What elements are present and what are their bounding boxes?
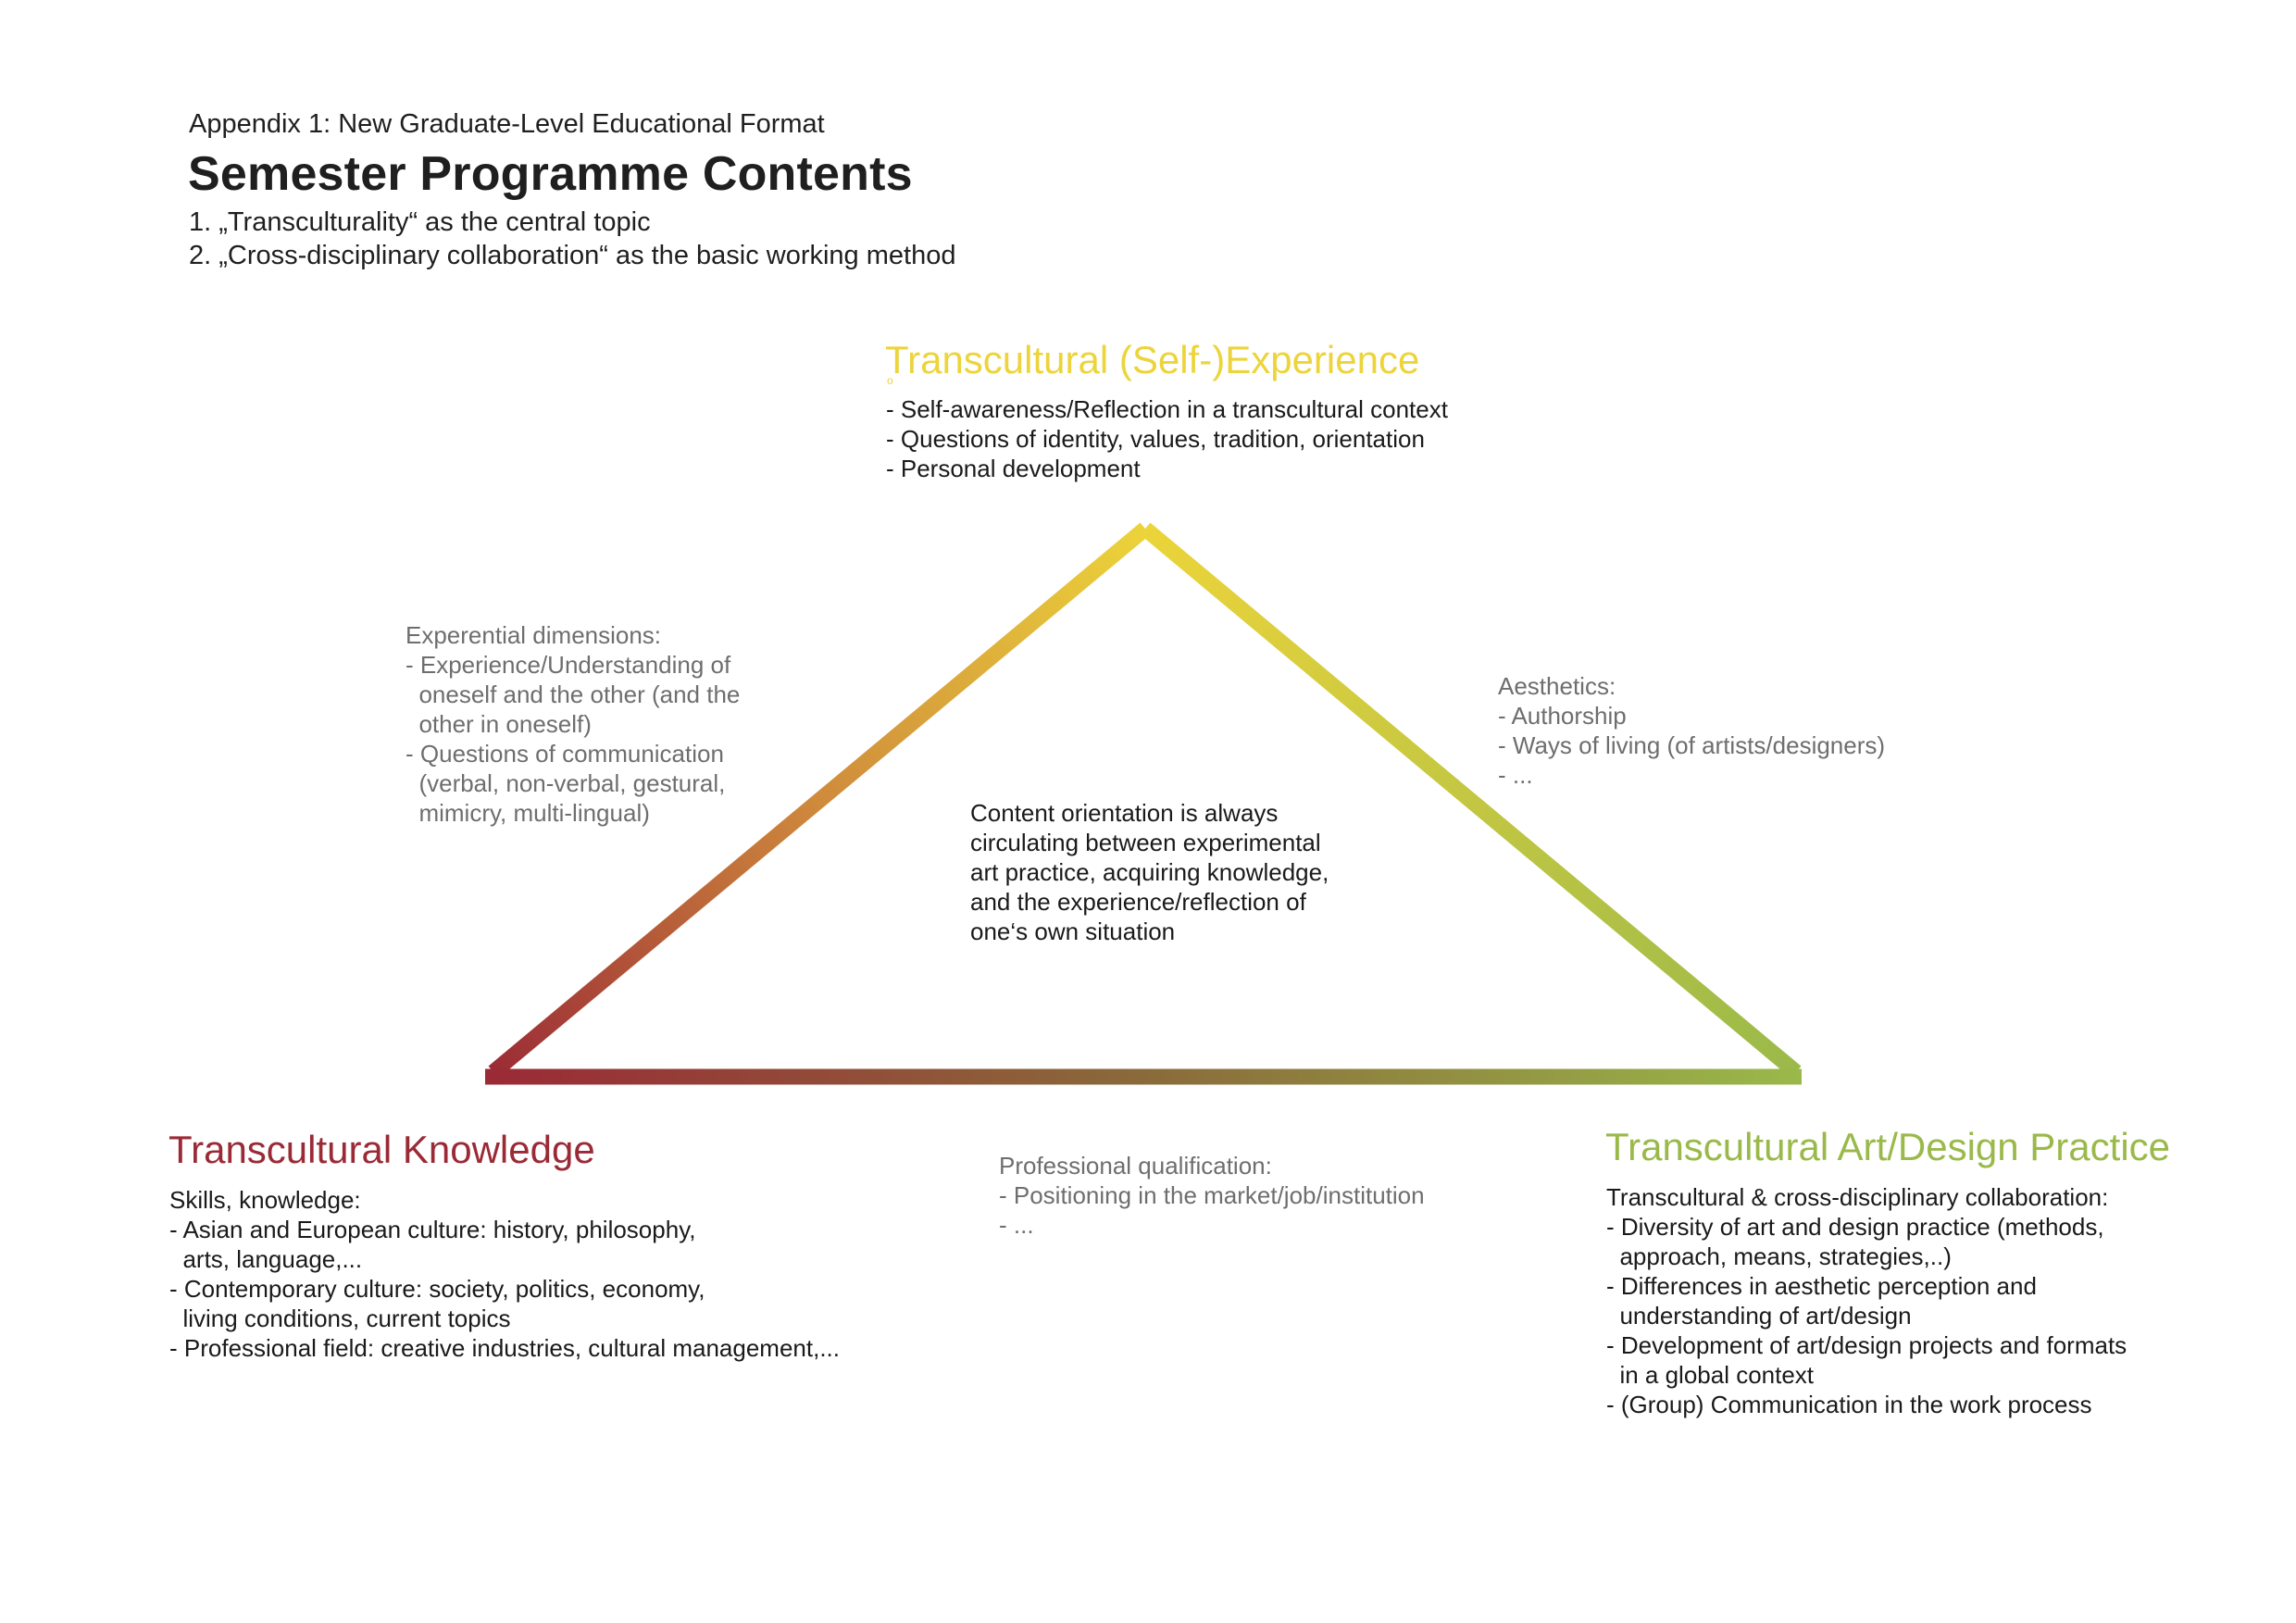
node-left-items: Skills, knowledge: - Asian and European … [169,1186,841,1362]
node-right-title: Transcultural Art/Design Practice [1605,1125,2171,1168]
page-subtitle: 1. „Transculturality“ as the central top… [189,207,956,270]
node-top-items: - Self-awareness/Reflection in a transcu… [886,395,1448,482]
page-title: Semester Programme Contents [188,147,913,201]
edge-bottom-label: Professional qualification: - Positionin… [999,1152,1425,1239]
edge-right [1140,522,1802,1079]
node-left-title: Transcultural Knowledge [168,1128,595,1171]
node-right-items: Transcultural & cross-disciplinary colla… [1606,1183,2128,1418]
node-top-title: Transcultural (Self-)Experience [885,338,1420,381]
center-text: Content orientation is always circulatin… [970,799,1329,945]
edge-left [488,522,1151,1079]
edge-right-label: Aesthetics: - Authorship - Ways of livin… [1498,672,1886,789]
appendix-label: Appendix 1: New Graduate-Level Education… [189,109,825,139]
edge-left-label: Experential dimensions: - Experience/Und… [406,621,741,827]
node-top-marker: o [887,374,893,387]
